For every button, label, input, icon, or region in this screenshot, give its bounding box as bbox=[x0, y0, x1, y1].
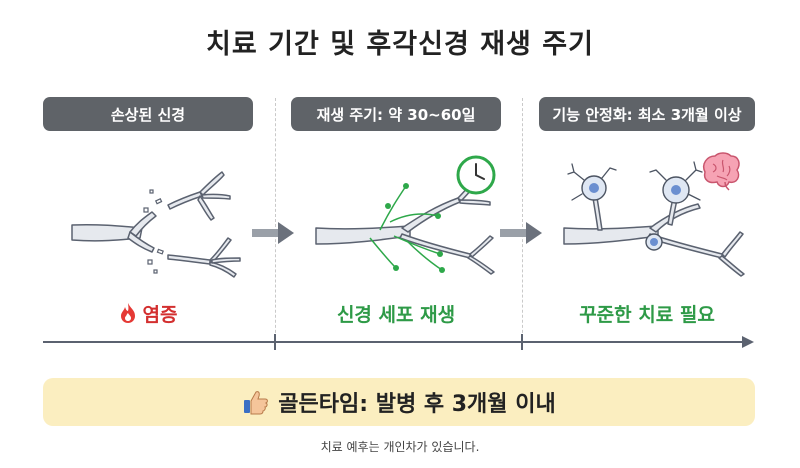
golden-time-text: 골든타임: 발병 후 3개월 이내 bbox=[278, 392, 556, 417]
flame-icon bbox=[120, 303, 135, 323]
stage-1-label-text: 염증 bbox=[142, 303, 178, 326]
golden-time-banner: 골든타임: 발병 후 3개월 이내 bbox=[43, 378, 755, 426]
page-title: 치료 기간 및 후각신경 재생 주기 bbox=[206, 29, 594, 60]
stage-1-label: 염증 bbox=[43, 298, 253, 328]
stage-3-label: 꾸준한 치료 필요 bbox=[579, 303, 715, 326]
stage-1-header: 손상된 신경 bbox=[43, 97, 253, 131]
clock-icon bbox=[456, 155, 496, 195]
stage-3-header: 기능 안정화: 최소 3개월 이상 bbox=[539, 97, 755, 131]
footnote: 치료 예후는 개인차가 있습니다. bbox=[320, 440, 480, 454]
progress-arrow bbox=[252, 222, 294, 244]
timeline-axis bbox=[43, 334, 754, 350]
brain-icon bbox=[703, 152, 740, 191]
stabilized-nerve-illustration bbox=[563, 161, 745, 277]
damaged-nerve-illustration bbox=[71, 171, 241, 278]
stage-divider bbox=[522, 98, 523, 348]
stage-2-header: 재생 주기: 약 30~60일 bbox=[291, 97, 501, 131]
stage-divider bbox=[275, 98, 276, 348]
thumbs-up-icon bbox=[244, 391, 269, 415]
stage-2-label: 신경 세포 재생 bbox=[336, 303, 456, 326]
progress-arrow bbox=[500, 222, 542, 244]
